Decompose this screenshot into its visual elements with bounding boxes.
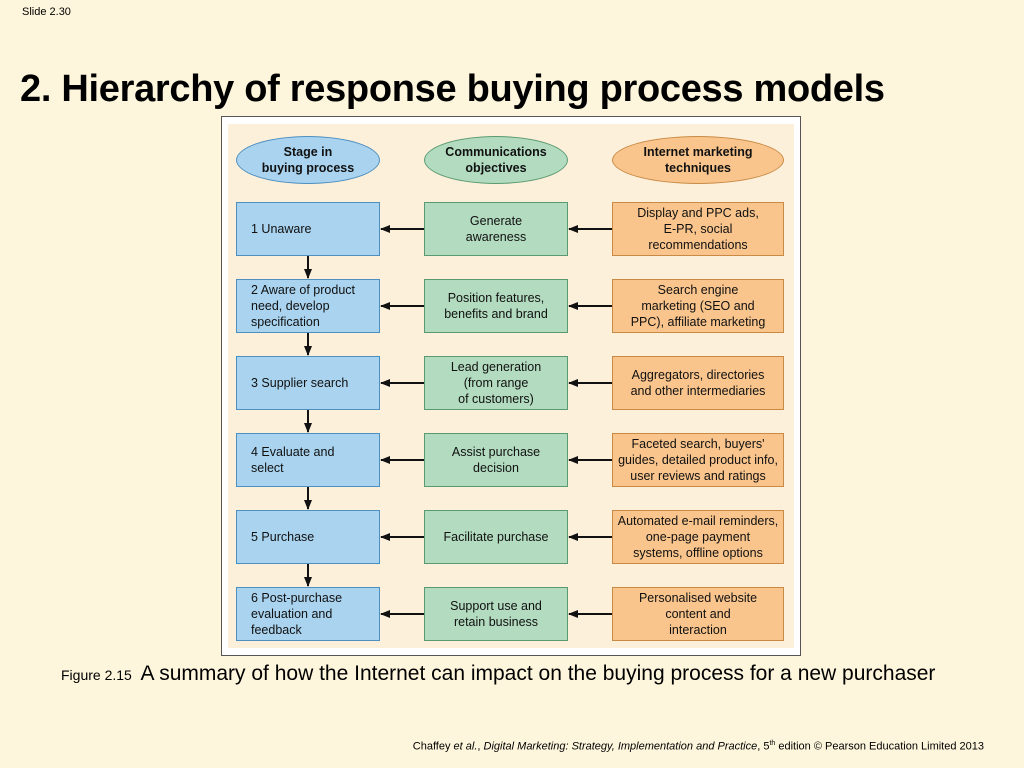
footer-edition: , 5 bbox=[757, 740, 770, 753]
technique-box-6: Personalised website content and interac… bbox=[612, 587, 784, 641]
technique-box-3: Aggregators, directories and other inter… bbox=[612, 356, 784, 410]
technique-box-2: Search engine marketing (SEO and PPC), a… bbox=[612, 279, 784, 333]
header-objectives-label: Communications objectives bbox=[445, 145, 547, 175]
objective-box-label: Position features, benefits and brand bbox=[444, 291, 548, 321]
footer-comma: , bbox=[477, 740, 481, 753]
footer-authors: Chaffey bbox=[412, 740, 451, 753]
caption-text: A summary of how the Internet can impact… bbox=[140, 662, 936, 685]
objective-box-label: Facilitate purchase bbox=[443, 530, 549, 544]
stage-box-label: 4 Evaluate and select bbox=[251, 445, 335, 475]
objective-box-label: Assist purchase decision bbox=[451, 445, 541, 475]
objective-box-3: Lead generation (from range of customers… bbox=[424, 356, 568, 410]
footer-book-title: Digital Marketing: Strategy, Implementat… bbox=[483, 740, 758, 753]
header-techniques: Internet marketing techniques bbox=[612, 136, 784, 184]
footer-et-al: et al. bbox=[453, 740, 478, 753]
objective-box-label: Lead generation (from range of customers… bbox=[450, 360, 542, 406]
stage-box-label: 5 Purchase bbox=[251, 530, 315, 544]
stage-box-4: 4 Evaluate and select bbox=[236, 433, 380, 487]
stage-box-1: 1 Unaware bbox=[236, 202, 380, 256]
technique-box-1: Display and PPC ads, E-PR, social recomm… bbox=[612, 202, 784, 256]
stage-box-label: 2 Aware of product need, develop specifi… bbox=[251, 283, 356, 329]
technique-box-label: Faceted search, buyers' guides, detailed… bbox=[618, 437, 778, 483]
technique-box-label: Automated e-mail reminders, one-page pay… bbox=[617, 514, 779, 560]
stage-box-5: 5 Purchase bbox=[236, 510, 380, 564]
header-stage: Stage in buying process bbox=[236, 136, 380, 184]
objective-box-6: Support use and retain business bbox=[424, 587, 568, 641]
objective-box-label: Support use and retain business bbox=[450, 599, 542, 629]
technique-box-4: Faceted search, buyers' guides, detailed… bbox=[612, 433, 784, 487]
footer-publisher: edition © Pearson Education Limited 2013 bbox=[775, 740, 984, 753]
technique-box-label: Display and PPC ads, E-PR, social recomm… bbox=[637, 206, 759, 252]
buying-process-diagram: Stage in buying process Communications o… bbox=[228, 124, 794, 648]
objective-box-5: Facilitate purchase bbox=[424, 510, 568, 564]
slide-number: Slide 2.30 bbox=[22, 6, 71, 18]
stage-box-3: 3 Supplier search bbox=[236, 356, 380, 410]
figure-caption: Figure 2.15 A summary of how the Interne… bbox=[61, 658, 941, 691]
header-stage-label: Stage in buying process bbox=[261, 145, 355, 175]
diagram-arrows bbox=[304, 225, 612, 618]
technique-box-5: Automated e-mail reminders, one-page pay… bbox=[612, 510, 784, 564]
objective-box-4: Assist purchase decision bbox=[424, 433, 568, 487]
figure-label: Figure 2.15 bbox=[61, 667, 132, 683]
objective-box-1: Generate awareness bbox=[424, 202, 568, 256]
stage-box-label: 1 Unaware bbox=[251, 222, 312, 236]
stage-box-label: 3 Supplier search bbox=[251, 376, 349, 390]
header-objectives: Communications objectives bbox=[424, 136, 568, 184]
technique-box-label: Search engine marketing (SEO and PPC), a… bbox=[630, 283, 766, 329]
figure-frame: Stage in buying process Communications o… bbox=[221, 116, 801, 656]
page-title: 2. Hierarchy of response buying process … bbox=[20, 68, 885, 110]
technique-box-label: Personalised website content and interac… bbox=[638, 591, 758, 637]
stage-box-2: 2 Aware of product need, develop specifi… bbox=[236, 279, 380, 333]
technique-box-label: Aggregators, directories and other inter… bbox=[630, 368, 766, 398]
citation-footer: Chaffey et al., Digital Marketing: Strat… bbox=[413, 740, 984, 753]
objective-box-label: Generate awareness bbox=[465, 214, 527, 244]
header-techniques-label: Internet marketing techniques bbox=[643, 145, 753, 175]
objective-box-2: Position features, benefits and brand bbox=[424, 279, 568, 333]
stage-box-label: 6 Post-purchase evaluation and feedback bbox=[251, 591, 343, 637]
stage-box-6: 6 Post-purchase evaluation and feedback bbox=[236, 587, 380, 641]
footer-edition-sup: th bbox=[769, 740, 776, 747]
